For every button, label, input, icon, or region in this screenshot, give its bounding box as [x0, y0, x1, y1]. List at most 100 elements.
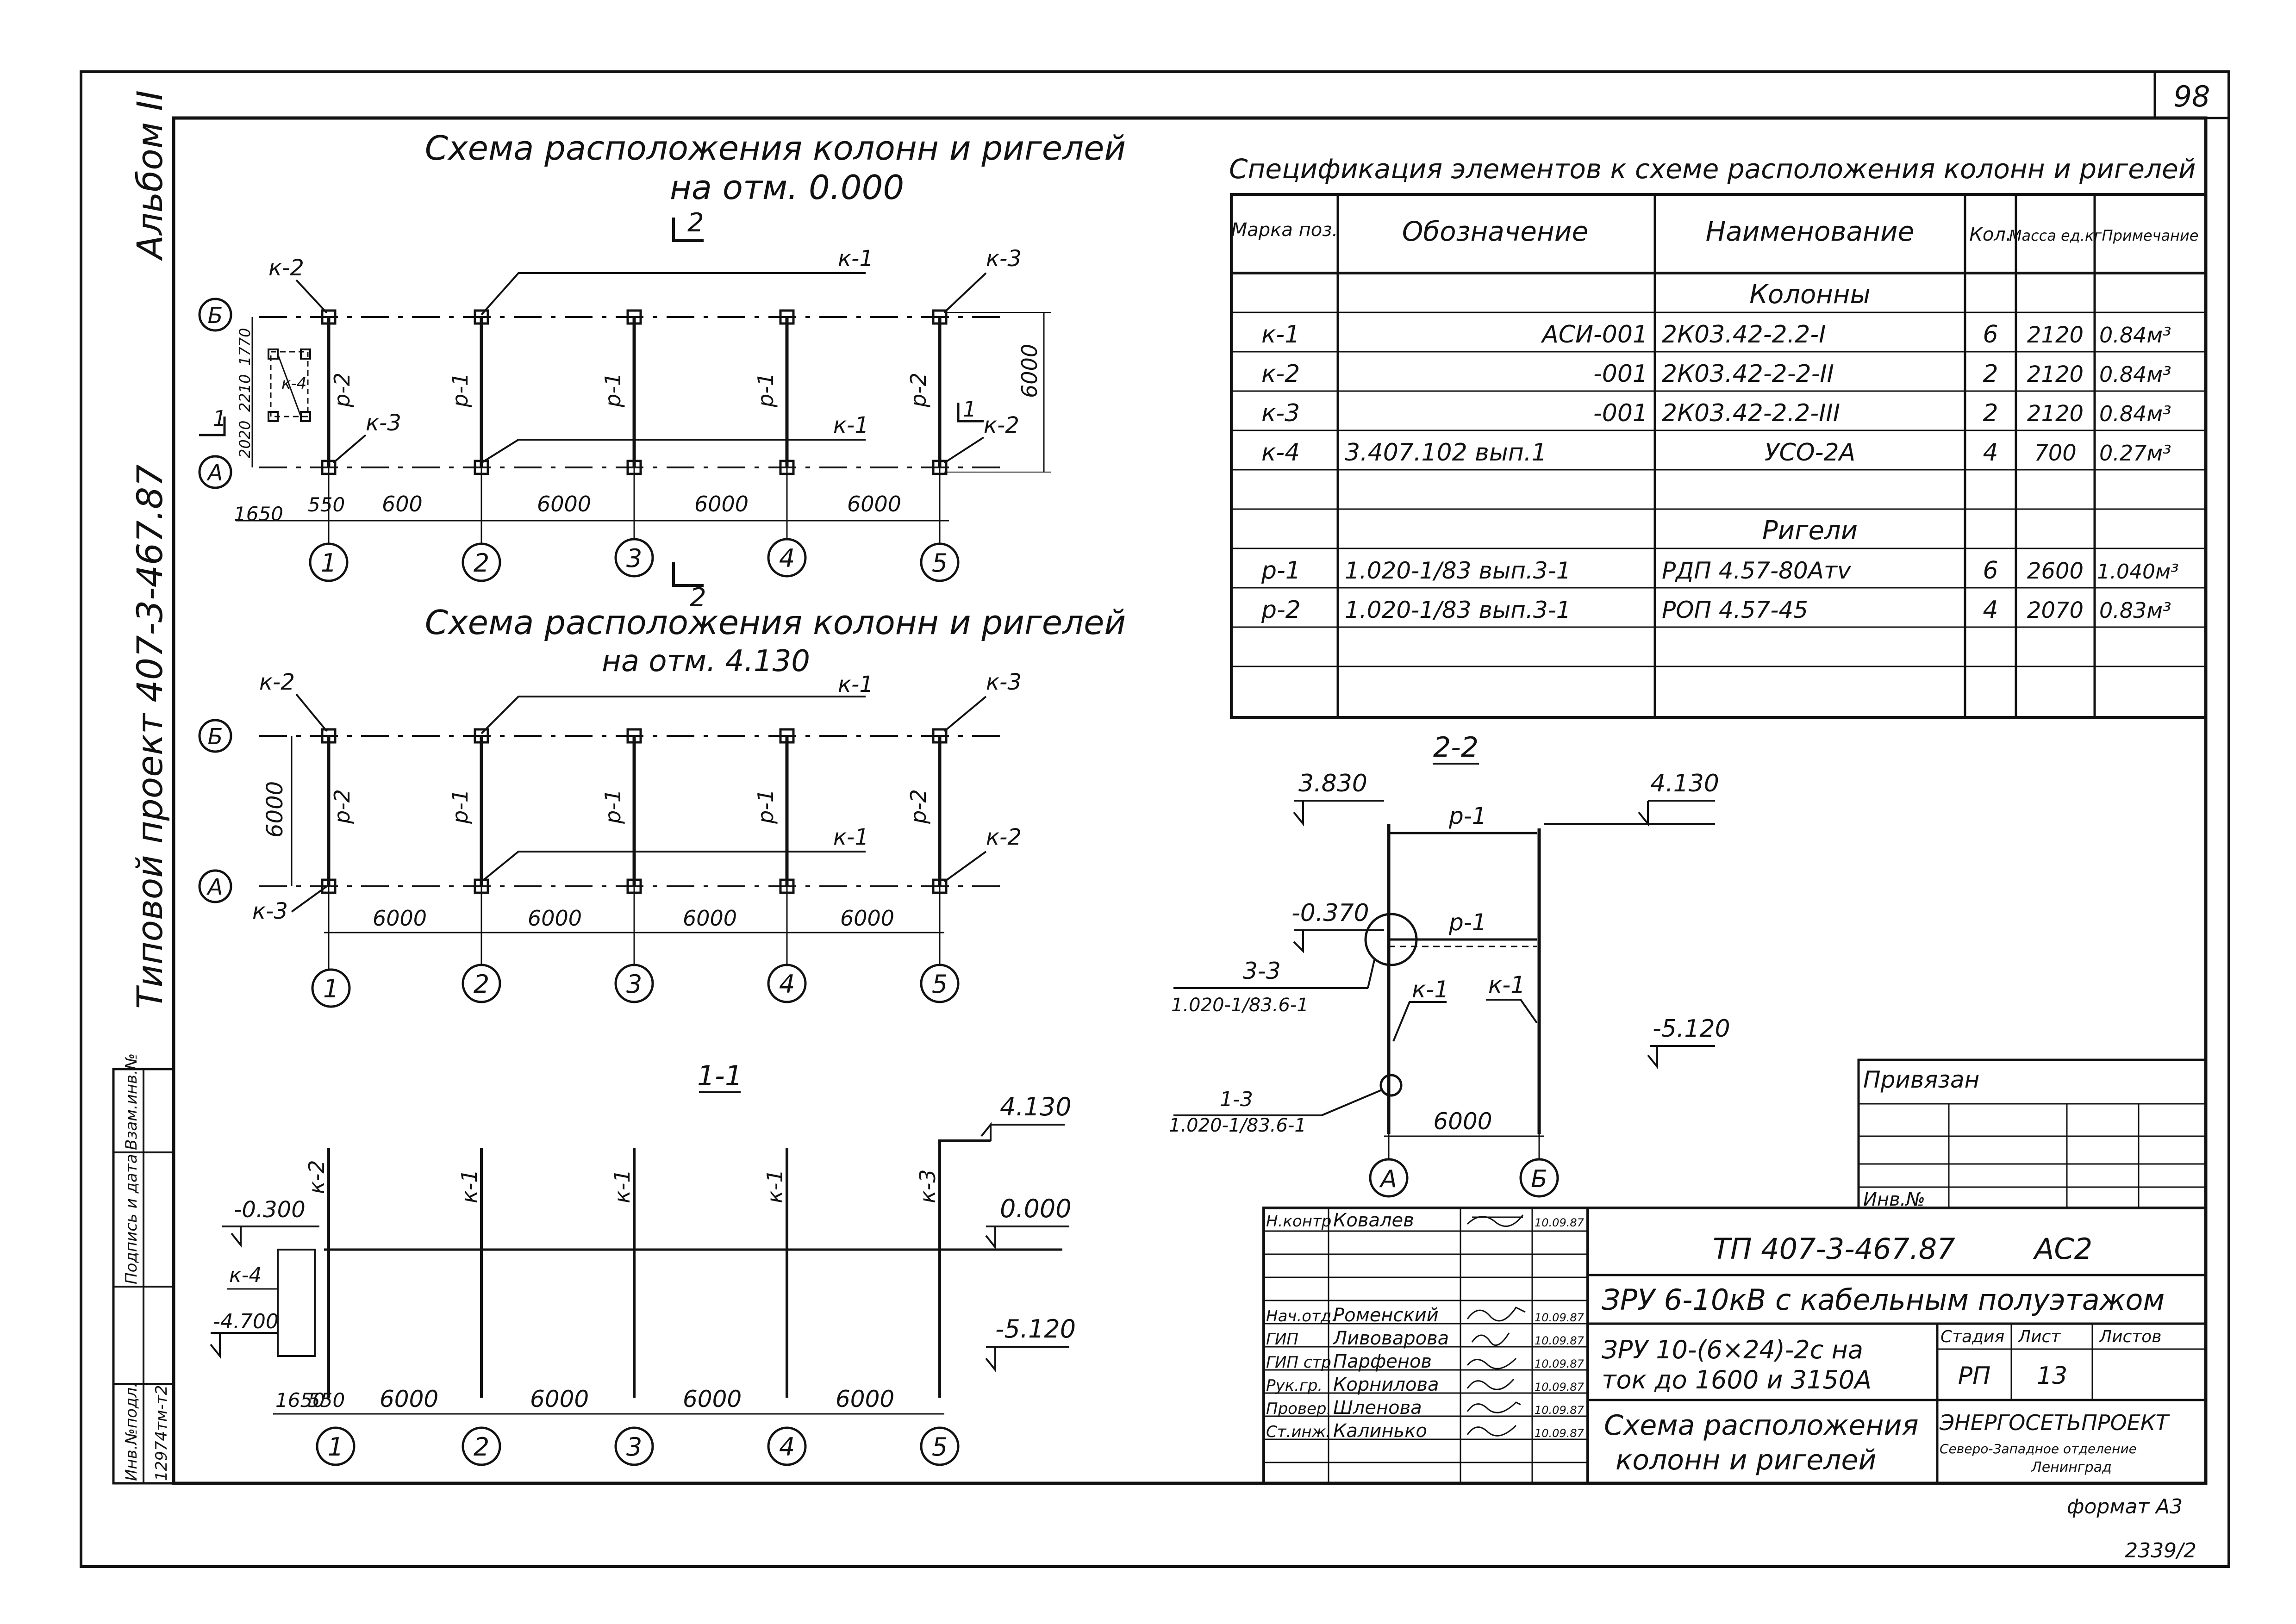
section11-level-top: 4.130: [1000, 1092, 1072, 1121]
section22-node-13-ref: 1.020-1/83.6-1: [1169, 1115, 1306, 1136]
spec-cell-mass: 2120: [2027, 401, 2084, 427]
plan1-axis-row-a: А: [206, 460, 223, 486]
plan2-dim-left: 6000: [262, 781, 288, 838]
project-label: Типовой проект 407-3-467.87: [129, 464, 170, 1009]
plan1-beam-label-4: р-1: [753, 373, 778, 408]
spec-cell-mass: 2120: [2027, 361, 2084, 387]
sig-role: Провер.: [1266, 1400, 1331, 1418]
plan1-section-2-top: 2: [687, 208, 704, 238]
spec-header-note: Примечание: [2102, 227, 2199, 244]
plan1-dim-bottom-4: 6000: [537, 492, 591, 516]
corner-number: 98: [2174, 80, 2210, 113]
sig-date: 10.09.87: [1535, 1404, 1585, 1417]
spec-row: р-1 1.020-1/83 вып.3-1 РДП 4.57-80Атv 6 …: [1261, 557, 2179, 585]
sig-name: Шленова: [1333, 1397, 1422, 1419]
spec-cell-note: 0.83м³: [2099, 598, 2171, 623]
section22-col-right: к-1: [1488, 971, 1525, 998]
spec-table: Спецификация элементов к схеме расположе…: [1229, 153, 2207, 719]
strip-inv-value: 12974тм-т2: [152, 1385, 171, 1481]
plan2-beam-label-3: р-1: [600, 789, 625, 824]
sig-name: Калинько: [1333, 1420, 1427, 1442]
tb-org-line2: Ленинград: [2031, 1459, 2112, 1475]
spec-group-columns: Колонны: [1749, 280, 1871, 310]
sig-date: 10.09.87: [1535, 1357, 1585, 1370]
spec-cell-name: РОП 4.57-45: [1662, 597, 1808, 623]
plan1-label-k1-top: к-1: [838, 246, 873, 272]
plan1-label-k1-bottom: к-1: [833, 412, 869, 438]
spec-cell-qty: 4: [1983, 596, 1998, 624]
plan1-axis-col-1: 1: [321, 548, 337, 578]
plan1-dim-bottom-5: 6000: [694, 492, 749, 516]
plan1-section-2-bottom: 2: [690, 583, 706, 613]
spec-row: к-1 АСИ-001 2К03.42-2.2-I 6 2120 0.84м³: [1261, 321, 2171, 348]
strip-header-podpis: Подпись и дата: [122, 1154, 141, 1284]
sig-role: ГИП: [1266, 1330, 1298, 1349]
plan2-axis-col-2: 2: [474, 970, 489, 999]
section11-k4-label: к-4: [229, 1263, 262, 1287]
sig-name: Роменский: [1333, 1305, 1439, 1326]
section11-dim-4: 6000: [530, 1386, 589, 1412]
sig-name: Ливоварова: [1332, 1328, 1449, 1349]
spec-cell-mark: к-4: [1261, 439, 1300, 467]
plan2-axis-col-5: 5: [932, 970, 948, 999]
signature-scribble: [1466, 1401, 1521, 1413]
spec-header-designation: Обозначение: [1402, 216, 1588, 247]
section11-col-label-1: к-2: [304, 1160, 329, 1194]
spec-group-beams: Ригели: [1762, 516, 1858, 546]
plan2-label-k1-top: к-1: [838, 672, 873, 697]
signature-scribble: [1466, 1214, 1524, 1227]
plan1-dim-left-3: 1770: [236, 328, 254, 366]
signature-row: Н.контр Ковалев 10.09.87: [1266, 1210, 1585, 1231]
section22-level-minus370: -0.370: [1292, 899, 1369, 927]
plan2-dim-bottom-3: 6000: [683, 906, 737, 931]
signature-scribble: [1466, 1307, 1526, 1322]
spec-cell-note: 0.84м³: [2099, 362, 2171, 387]
spec-cell-mark: к-3: [1261, 399, 1300, 427]
tb-desc-2: ток до 1600 и 3150А: [1602, 1365, 1872, 1394]
spec-cell-name: 2К03.42-2.2-III: [1662, 399, 1840, 427]
bottom-note: 2339/2: [2125, 1539, 2196, 1562]
plan1-dim-bottom-2: 550: [308, 493, 345, 516]
plan2-subtitle: на отм. 4.130: [602, 644, 810, 678]
signature-scribble: [1471, 1332, 1510, 1346]
strip-header-vzam: Взам.инв.№: [122, 1053, 141, 1150]
plan1-beam-label-5: р-2: [906, 373, 931, 408]
sig-role: Н.контр: [1266, 1212, 1331, 1231]
plan2-label-k1-bottom: к-1: [833, 824, 869, 850]
plan1-axis-col-3: 3: [626, 544, 642, 573]
spec-header-name: Наименование: [1706, 216, 1915, 247]
plan-2: Схема расположения колонн и ригелей на о…: [198, 603, 1126, 1008]
signature-row: ГИП стр Парфенов 10.09.87: [1266, 1351, 1585, 1372]
section22-level-minus5120: -5.120: [1653, 1015, 1730, 1043]
section11-dim-2: 550: [308, 1389, 345, 1412]
section22-node-33-ref: 1.020-1/83.6-1: [1171, 995, 1309, 1016]
spec-cell-mark: к-1: [1261, 321, 1300, 348]
spec-cell-name: 2К03.42-2.2-I: [1662, 321, 1826, 348]
spec-cell-mark: к-2: [1261, 360, 1300, 388]
spec-cell-designation: 1.020-1/83 вып.3-1: [1345, 597, 1571, 623]
plan2-label-k2-bottom: к-2: [986, 824, 1022, 850]
plan2-axis-row-a: А: [206, 874, 223, 900]
section11-dim-6: 6000: [836, 1386, 894, 1412]
signature-row: Рук.гр. Корнилова 10.09.87: [1266, 1374, 1585, 1395]
plan1-subtitle: на отм. 0.000: [670, 168, 904, 207]
plan2-label-k3-top: к-3: [986, 669, 1022, 695]
spec-row: р-2 1.020-1/83 вып.3-1 РОП 4.57-45 4 207…: [1261, 596, 2171, 624]
plan2-beam-label-4: р-1: [753, 789, 778, 824]
spec-cell-qty: 2: [1983, 360, 1998, 388]
privyazan-label: Привязан: [1863, 1066, 1979, 1093]
tb-doc-code: ТП 407-3-467.87: [1713, 1232, 1955, 1266]
plan1-axis-col-4: 4: [779, 544, 795, 573]
section22-node-33: 3-3: [1243, 958, 1281, 984]
signature-row: Нач.отд. Роменский 10.09.87: [1266, 1305, 1585, 1326]
tb-org-line1: Северо-Западное отделение: [1940, 1441, 2137, 1456]
spec-cell-designation: АСИ-001: [1541, 321, 1648, 348]
tb-drawing-1: Схема расположения: [1604, 1409, 1919, 1442]
section22-node-13: 1-3: [1220, 1088, 1253, 1111]
section11-level-minus4700: -4.700: [213, 1310, 279, 1333]
sig-date: 10.09.87: [1535, 1381, 1585, 1394]
sig-role: Нач.отд.: [1266, 1307, 1336, 1325]
plan1-label-k2-bottom: к-2: [984, 412, 1019, 438]
signature-row: Провер. Шленова 10.09.87: [1266, 1397, 1585, 1419]
